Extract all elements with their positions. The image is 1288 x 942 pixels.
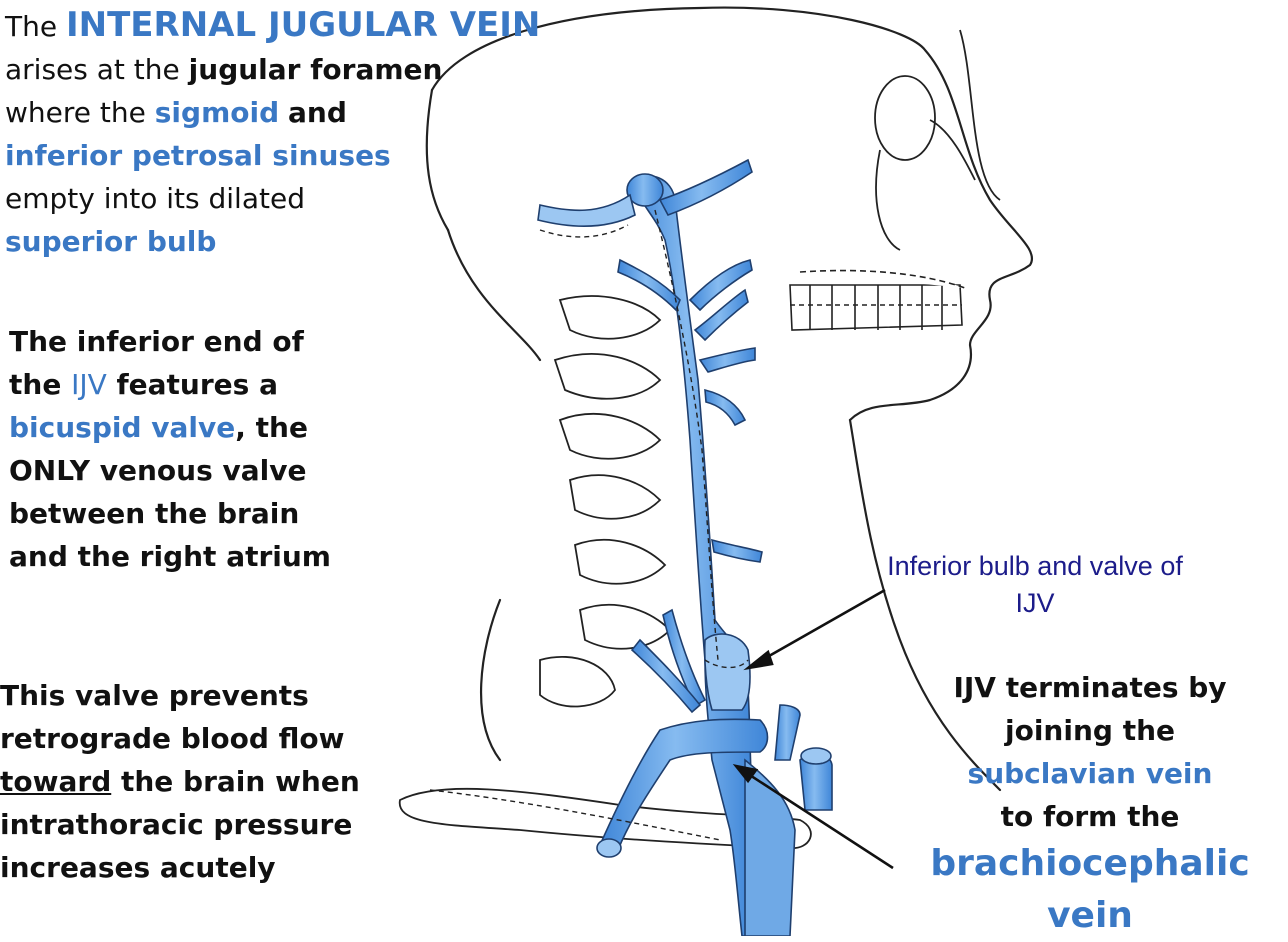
subclavian-vein bbox=[598, 718, 769, 851]
dashed-guides bbox=[429, 209, 749, 841]
brachiocephalic-vein bbox=[744, 758, 796, 936]
superior-bulb bbox=[626, 173, 664, 207]
skull-details bbox=[874, 29, 1001, 251]
cervical-vertebrae bbox=[539, 295, 672, 708]
termination-note: IJV terminates by joining the subclavian… bbox=[905, 666, 1275, 942]
jugular-foramen: jugular foramen bbox=[188, 53, 443, 86]
inferior-bulb bbox=[703, 633, 751, 711]
intro-text: The INTERNAL JUGULAR VEIN arises at the … bbox=[5, 4, 540, 263]
superior-bulb-term: superior bulb bbox=[5, 225, 217, 258]
clavicle bbox=[398, 787, 812, 849]
sigmoid-term: sigmoid bbox=[154, 96, 280, 129]
petrosal-term: inferior petrosal sinuses bbox=[5, 139, 391, 172]
valve-note: The inferior end of the IJV features a b… bbox=[9, 325, 331, 573]
head-outline bbox=[425, 6, 1033, 792]
arrow-icon bbox=[732, 588, 894, 870]
venous-system bbox=[537, 158, 833, 936]
bicuspid-valve-term: bicuspid valve bbox=[9, 411, 236, 444]
inferior-bulb-label: Inferior bulb and valve of IJV bbox=[887, 551, 1183, 618]
teeth bbox=[789, 269, 966, 331]
toward-term: toward bbox=[0, 765, 112, 798]
brachiocephalic-term: brachiocephalic vein bbox=[930, 843, 1250, 936]
prevent-note: This valve prevents retrograde blood flo… bbox=[0, 679, 360, 884]
petrosal-sinus bbox=[658, 158, 753, 216]
ijv-term: IJV bbox=[71, 368, 107, 401]
sigmoid-sinus bbox=[537, 193, 636, 227]
subclavian-term: subclavian vein bbox=[967, 757, 1213, 790]
vein-name: INTERNAL JUGULAR VEIN bbox=[65, 5, 541, 45]
